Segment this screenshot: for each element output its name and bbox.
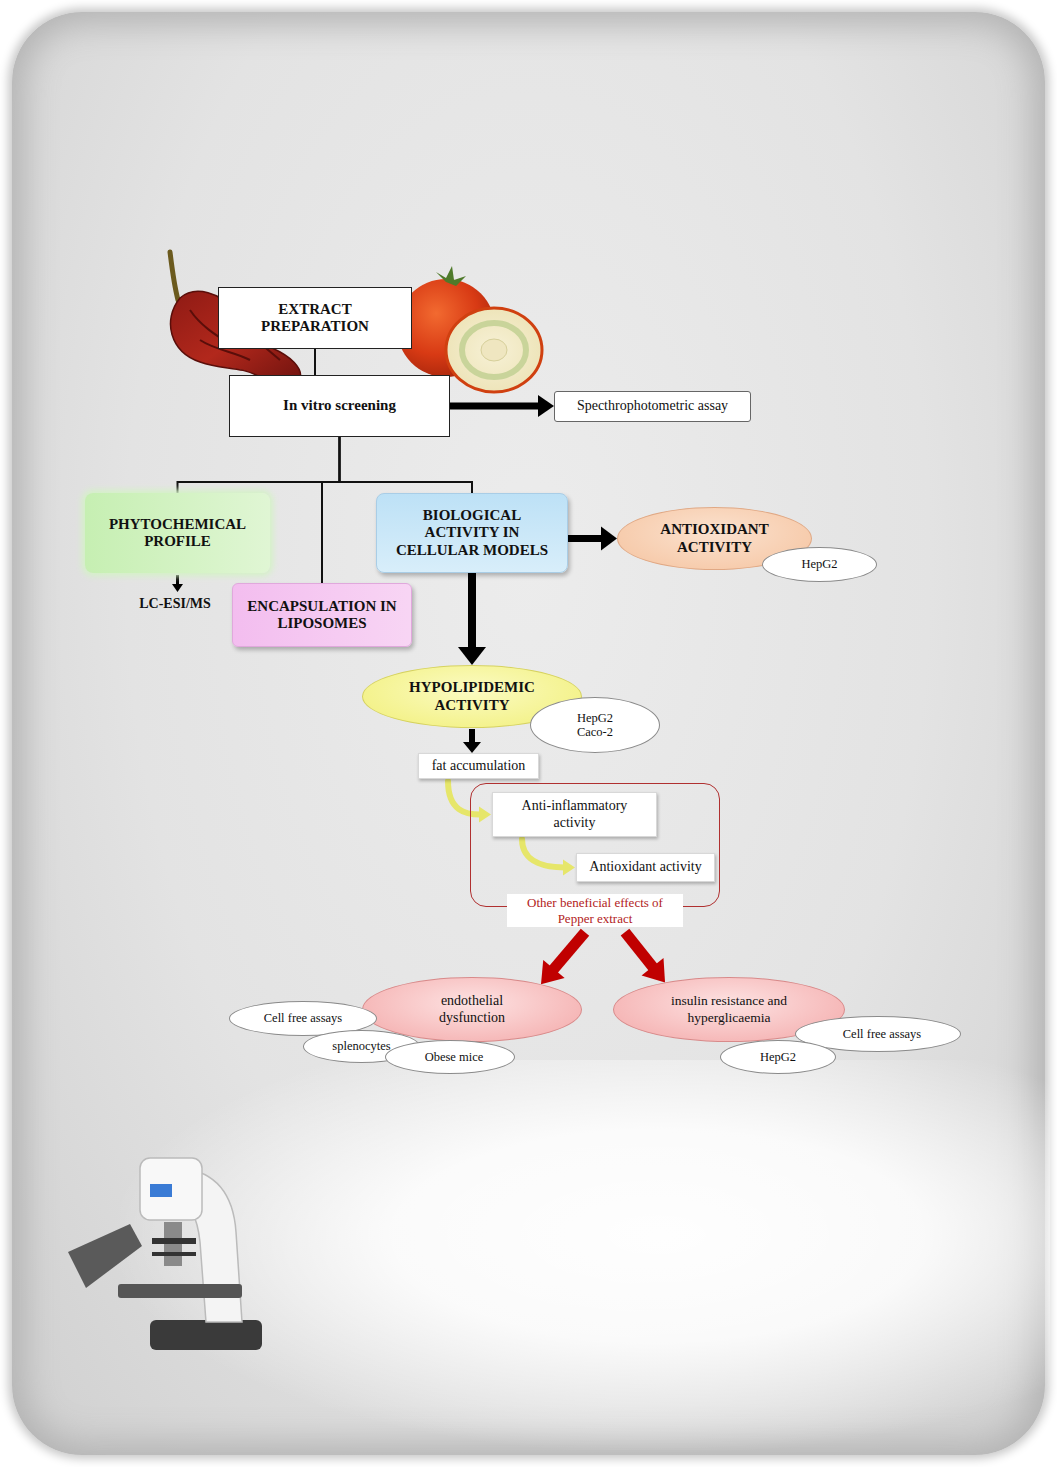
connector — [625, 932, 665, 982]
arrow-head — [538, 395, 554, 417]
connector-line — [568, 535, 603, 542]
ellipse-node: HepG2 Caco-2 — [530, 697, 660, 753]
node-text: fat accumulation — [432, 758, 526, 774]
connector-line — [468, 573, 476, 649]
fruit-seed-ring — [462, 323, 526, 377]
process-box: ENCAPSULATION IN LIPOSOMES — [232, 583, 412, 647]
node-text: Specthrophotometric assay — [577, 398, 728, 414]
process-box: fat accumulation — [418, 753, 539, 779]
arrow-head — [541, 960, 565, 984]
connector-curve — [448, 781, 481, 815]
connector — [315, 349, 316, 375]
connector-line — [450, 403, 540, 410]
node-text: BIOLOGICAL ACTIVITY IN CELLULAR MODELS — [385, 507, 559, 559]
background-haze — [120, 1060, 1050, 1450]
node-text: endothelial dysfunction — [413, 993, 531, 1025]
microscope — [68, 1158, 262, 1350]
node-text: Obese mice — [425, 1050, 484, 1064]
connector — [172, 575, 183, 592]
node-text: HepG2 Caco-2 — [571, 711, 619, 740]
connector-line — [176, 575, 179, 586]
text-node: LC-ESI/MS — [118, 592, 232, 616]
connector-curve — [522, 839, 565, 868]
microscope-base — [150, 1320, 262, 1350]
connector-line — [625, 932, 653, 968]
pepper-stem — [170, 252, 178, 300]
connector-line — [322, 437, 340, 583]
connector-line — [340, 437, 473, 493]
node-text: Antioxidant activity — [589, 859, 701, 875]
connector — [340, 437, 473, 493]
process-box: Specthrophotometric assay — [554, 391, 751, 422]
connector — [450, 395, 554, 417]
microscope-eyepiece — [68, 1224, 142, 1288]
ellipse-node: HepG2 — [762, 547, 877, 582]
process-box: BIOLOGICAL ACTIVITY IN CELLULAR MODELS — [376, 493, 568, 573]
connector-line — [178, 437, 340, 493]
connector-line — [314, 349, 316, 375]
microscope-knob — [152, 1238, 196, 1244]
tamarillo-fruit — [397, 266, 542, 392]
node-text: HepG2 — [760, 1050, 796, 1064]
ellipse-node: Obese mice — [385, 1040, 515, 1074]
arrow-head — [563, 860, 575, 876]
process-box: EXTRACT PREPARATION — [218, 287, 412, 349]
node-text: HepG2 — [801, 557, 837, 571]
process-box: PHYTOCHEMICAL PROFILE — [85, 493, 270, 573]
microscope-screen — [150, 1184, 172, 1197]
connector — [463, 729, 481, 753]
node-text: PHYTOCHEMICAL PROFILE — [93, 516, 262, 551]
arrow-head — [642, 958, 665, 982]
process-box: In vitro screening — [229, 375, 450, 437]
fruit-stem — [436, 266, 466, 286]
node-text: In vitro screening — [283, 397, 396, 414]
process-box: Anti-inflammatory activity — [492, 792, 657, 837]
connector — [541, 932, 585, 984]
group-box: Other beneficial effects of Pepper extra… — [470, 783, 720, 907]
node-text: Cell free assays — [843, 1027, 921, 1041]
connector — [568, 527, 617, 551]
arrow-head — [601, 527, 617, 551]
node-text: insulin resistance and hyperglicaemia — [658, 993, 800, 1025]
node-text: ANTIOXIDANT ACTIVITY — [648, 521, 781, 556]
microscope-head — [140, 1158, 202, 1220]
arrow-head — [458, 647, 486, 665]
arrow-head — [479, 807, 491, 823]
node-text: splenocytes — [332, 1039, 390, 1053]
group-label: Other beneficial effects of Pepper extra… — [507, 894, 683, 927]
connector — [322, 437, 340, 583]
connector-line — [553, 932, 585, 970]
fruit-cut-half — [446, 308, 542, 392]
node-text: EXTRACT PREPARATION — [229, 301, 401, 336]
connector — [458, 573, 486, 665]
connector — [522, 839, 575, 876]
fruit-core — [481, 339, 507, 361]
node-text: Cell free assays — [264, 1011, 342, 1025]
process-box: Antioxidant activity — [576, 853, 715, 882]
microscope-stage — [118, 1284, 242, 1298]
arrow-head — [463, 742, 481, 753]
node-text: LC-ESI/MS — [139, 596, 211, 612]
microscope-knob — [152, 1252, 196, 1256]
node-text: ENCAPSULATION IN LIPOSOMES — [245, 598, 399, 633]
node-text: HYPOLIPIDEMIC ACTIVITY — [397, 679, 547, 714]
connector — [178, 437, 340, 493]
ellipse-node: HepG2 — [720, 1040, 836, 1074]
connector-line — [469, 729, 475, 744]
arrow-head — [172, 584, 183, 592]
node-text: Anti-inflammatory activity — [511, 798, 638, 830]
